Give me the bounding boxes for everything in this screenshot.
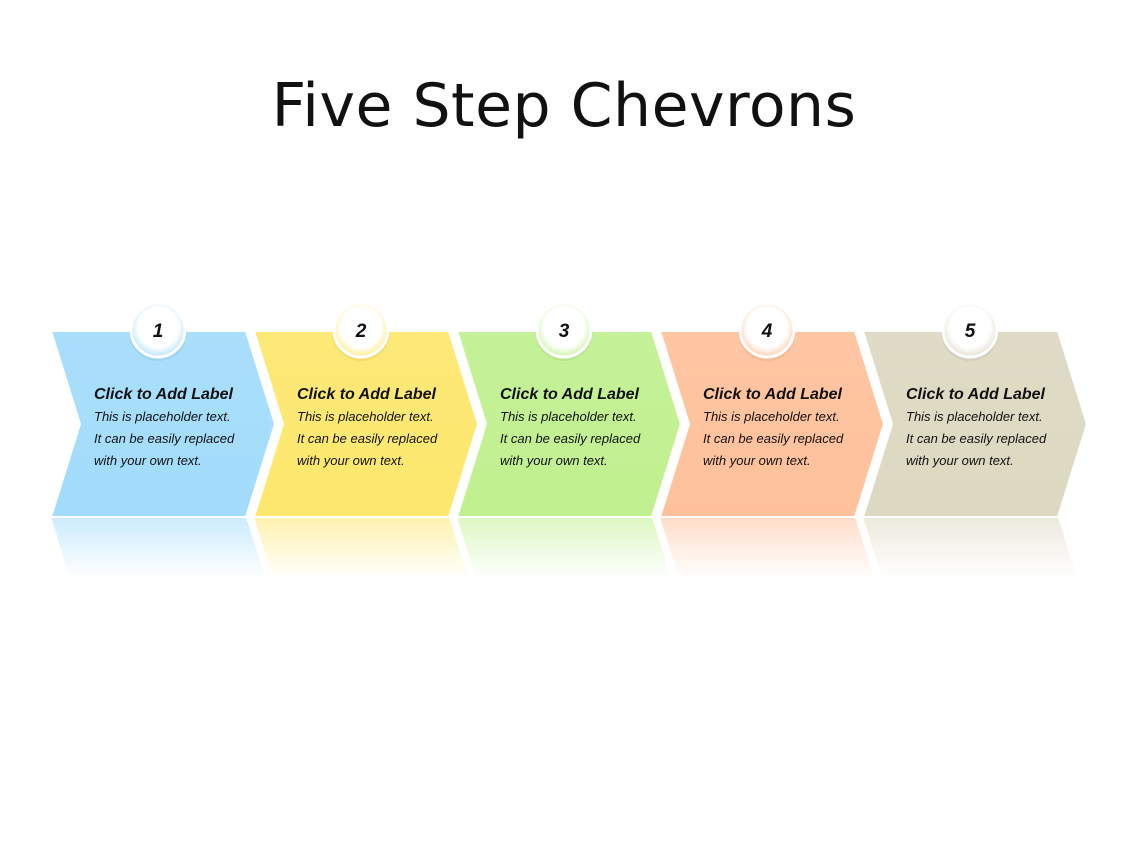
- step-number-5: 5: [965, 321, 976, 342]
- step-label-1[interactable]: Click to Add Label: [94, 386, 234, 403]
- step-description-line-3-3: with your own text.: [500, 453, 608, 468]
- step-description-line-5-1: This is placeholder text.: [906, 409, 1043, 424]
- step-number-1: 1: [153, 321, 164, 342]
- chevron-reflection-5: [863, 517, 1087, 610]
- step-description-line-5-3: with your own text.: [906, 453, 1014, 468]
- chevron-shape-3: [455, 330, 683, 518]
- step-number-circle-1: [129, 301, 187, 359]
- step-label-4[interactable]: Click to Add Label: [703, 386, 843, 403]
- chevron-reflection-4: [660, 517, 884, 610]
- slide-title: Five Step Chevrons: [271, 71, 857, 141]
- chevron-shape-5: [861, 330, 1089, 518]
- chevron-reflection-2: [254, 517, 478, 610]
- step-number-circle-5: [941, 301, 999, 359]
- step-number-circle-3: [535, 301, 593, 359]
- step-description-line-1-1: This is placeholder text.: [94, 409, 231, 424]
- step-description-line-2-1: This is placeholder text.: [297, 409, 434, 424]
- step-number-3: 3: [559, 321, 570, 342]
- step-number-circle-4: [738, 301, 796, 359]
- step-description-line-1-3: with your own text.: [94, 453, 202, 468]
- chevron-shape-4: [658, 330, 886, 518]
- chevron-shape-1: [49, 330, 277, 518]
- step-label-5[interactable]: Click to Add Label: [906, 386, 1046, 403]
- chevron-shape-2: [252, 330, 480, 518]
- chevron-reflection-1: [51, 517, 275, 610]
- step-number-4: 4: [761, 321, 773, 342]
- step-number-2: 2: [355, 321, 367, 342]
- step-description-line-4-3: with your own text.: [703, 453, 811, 468]
- step-description-line-5-2: It can be easily replaced: [906, 431, 1047, 446]
- step-description-line-3-1: This is placeholder text.: [500, 409, 637, 424]
- step-label-2[interactable]: Click to Add Label: [297, 386, 437, 403]
- step-label-3[interactable]: Click to Add Label: [500, 386, 640, 403]
- step-description-line-4-1: This is placeholder text.: [703, 409, 840, 424]
- step-description-line-2-3: with your own text.: [297, 453, 405, 468]
- chevron-reflection-3: [457, 517, 681, 610]
- step-description-line-1-2: It can be easily replaced: [94, 431, 235, 446]
- step-description-line-3-2: It can be easily replaced: [500, 431, 641, 446]
- step-description-line-2-2: It can be easily replaced: [297, 431, 438, 446]
- step-description-line-4-2: It can be easily replaced: [703, 431, 844, 446]
- step-number-circle-2: [332, 301, 390, 359]
- reflections-layer: [51, 517, 1087, 610]
